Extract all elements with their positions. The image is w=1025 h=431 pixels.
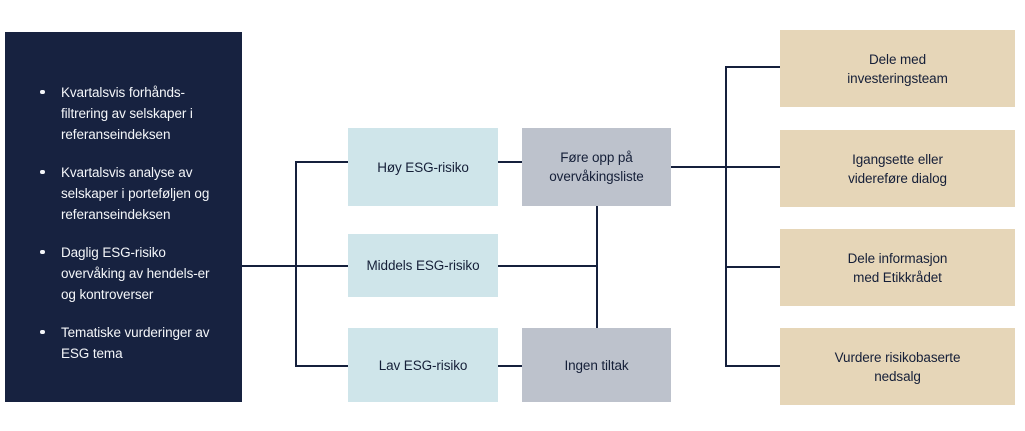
risk-box-low[interactable]: Lav ESG-risiko: [348, 328, 498, 402]
connector-medium-risk-to-drop: [498, 265, 598, 267]
connector-inputs-to-spine: [242, 265, 297, 267]
bullet-dot-icon: [40, 89, 45, 94]
connector-watchlist-to-outcome-spine: [671, 166, 727, 168]
list-item-label: Kvartalsvis analyse av selskaper i porte…: [61, 165, 210, 222]
list-item-label: Tematiske vurderinger av ESG tema: [61, 325, 210, 361]
outcome-box-share-ethics-council[interactable]: Dele informasjon med Etikkrådet: [780, 229, 1015, 306]
outcome-box-share-investment-team[interactable]: Dele med investeringsteam: [780, 30, 1015, 107]
outcome-box-initiate-dialogue[interactable]: Igangsette eller videreføre dialog: [780, 130, 1015, 207]
connector-high-risk-to-watchlist: [498, 161, 522, 163]
connector-outcome-spine: [725, 66, 727, 367]
bullet-dot-icon: [40, 329, 45, 334]
list-item: Kvartalsvis analyse av selskaper i porte…: [39, 162, 225, 225]
bullet-dot-icon: [40, 249, 45, 254]
inputs-panel: Kvartalsvis forhånds-filtrering av selsk…: [5, 32, 242, 402]
risk-box-medium[interactable]: Middels ESG-risiko: [348, 234, 498, 297]
connector-risk-spine: [295, 161, 297, 367]
connector-spine-to-outcome-4: [725, 365, 780, 367]
inputs-bullet-list: Kvartalsvis forhånds-filtrering av selsk…: [39, 82, 225, 364]
connector-low-risk-to-no-action: [498, 365, 522, 367]
connector-watchlist-to-no-action: [596, 206, 598, 328]
connector-spine-to-high-risk: [295, 161, 348, 163]
action-box-watchlist[interactable]: Føre opp på overvåkingsliste: [522, 128, 671, 206]
risk-box-high[interactable]: Høy ESG-risiko: [348, 128, 498, 206]
bullet-dot-icon: [40, 169, 45, 174]
list-item: Tematiske vurderinger av ESG tema: [39, 322, 225, 364]
connector-spine-to-outcome-1: [725, 66, 780, 68]
list-item-label: Kvartalsvis forhånds-filtrering av selsk…: [61, 85, 193, 142]
connector-spine-to-low-risk: [295, 365, 348, 367]
action-box-no-action[interactable]: Ingen tiltak: [522, 328, 671, 402]
connector-spine-to-outcome-2: [725, 166, 780, 168]
list-item: Kvartalsvis forhånds-filtrering av selsk…: [39, 82, 225, 145]
list-item-label: Daglig ESG-risiko overvåking av hendels-…: [61, 245, 210, 302]
connector-spine-to-medium-risk: [295, 265, 348, 267]
connector-spine-to-outcome-3: [725, 266, 780, 268]
outcome-box-risk-based-divestment[interactable]: Vurdere risikobaserte nedsalg: [780, 328, 1015, 405]
list-item: Daglig ESG-risiko overvåking av hendels-…: [39, 242, 225, 305]
